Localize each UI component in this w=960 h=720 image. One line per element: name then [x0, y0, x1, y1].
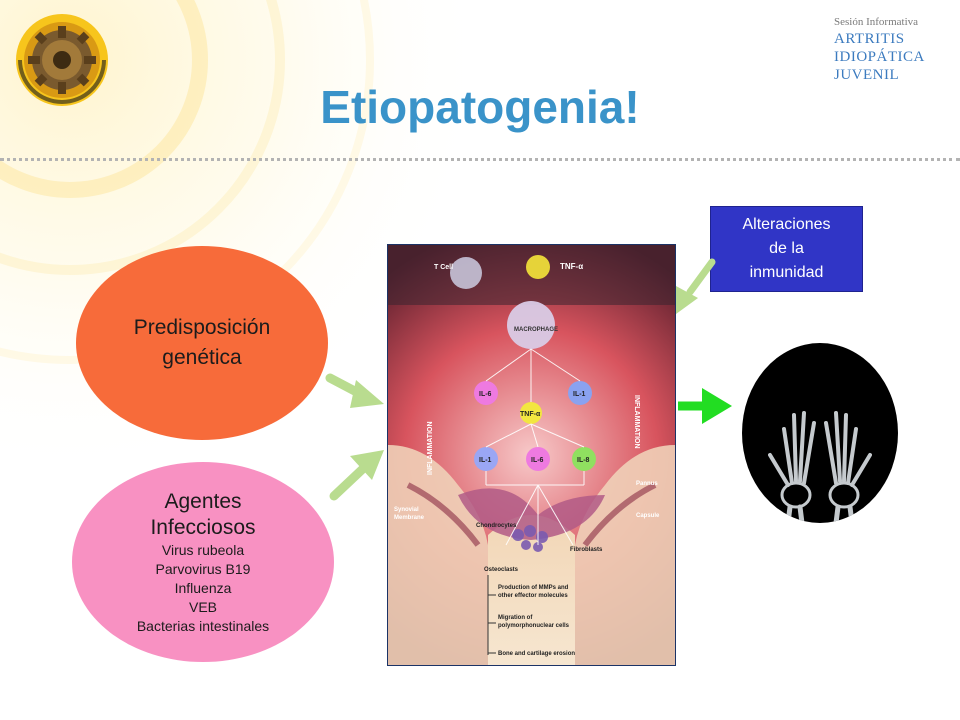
genetic-predisposition-oval: Predisposición genética	[76, 246, 328, 440]
genetic-line-1: Predisposición	[133, 316, 271, 339]
infectious-item: Influenza	[174, 579, 232, 596]
immunity-line-3: inmunidad	[749, 264, 824, 281]
capsule-label: Capsule	[636, 513, 660, 519]
arrow-diagram-to-xray	[678, 388, 732, 424]
production-label-1: Production of MMPs and	[498, 585, 569, 591]
il1-right-label: IL-1	[573, 391, 586, 398]
inflammation-left-label: INFLAMMATION	[427, 421, 434, 475]
tnf-mid-cell-icon	[520, 402, 542, 424]
synovial-label-2: Membrane	[394, 515, 425, 521]
tnf-top-label: TNF-α	[560, 262, 583, 271]
il1-low-cell-icon	[474, 447, 498, 471]
chondrocytes-label: Chondrocytes	[476, 523, 517, 529]
infectious-agents-oval: Agentes Infecciosos Virus rubeola Parvov…	[72, 462, 334, 662]
osteoclasts-label: Osteoclasts	[484, 567, 519, 573]
tnf-mid-label: TNF-α	[520, 411, 541, 418]
il1-low-label: IL-1	[479, 457, 492, 464]
t-cell-label: T Cell	[434, 264, 453, 271]
hand-xray-image	[742, 343, 898, 523]
erosion-label: Bone and cartilage erosion	[498, 651, 575, 657]
inflammation-right-label: INFLAMMATION	[633, 395, 640, 449]
migration-label-2: polymorphonuclear cells	[498, 623, 570, 629]
topic-line-2: IDIOPÁTICA	[834, 49, 925, 65]
arrow-infectious-to-diagram	[329, 450, 384, 501]
pannus-label: Pannus	[636, 481, 658, 487]
t-cell-icon	[450, 257, 482, 289]
topic-line-3: JUVENIL	[834, 67, 900, 83]
arrow-genetic-to-diagram	[325, 373, 384, 408]
infectious-title-1: Agentes	[164, 489, 242, 513]
immunity-alterations-box: Alteraciones de la inmunidad	[710, 206, 863, 292]
fibroblasts-label: Fibroblasts	[570, 547, 603, 553]
tnf-cell-icon	[526, 255, 550, 279]
immunity-line-2: de la	[769, 240, 804, 257]
il6-left-label: IL-6	[479, 391, 492, 398]
slide-title: Etiopatogenia!	[320, 81, 640, 133]
session-info: Sesión Informativa ARTRITIS IDIOPÁTICA J…	[834, 14, 925, 84]
infectious-item: Bacterias intestinales	[136, 617, 270, 634]
arrow-immunity-to-diagram	[676, 258, 716, 314]
il8-low-label: IL-8	[577, 457, 590, 464]
il6-low-cell-icon	[526, 447, 550, 471]
il1-cell-icon	[568, 381, 592, 405]
infectious-item: VEB	[188, 598, 217, 615]
il8-low-cell-icon	[572, 447, 596, 471]
infectious-item: Virus rubeola	[161, 541, 245, 558]
infectious-title-2: Infecciosos	[150, 515, 256, 539]
synovial-label-1: Synovial	[394, 507, 419, 513]
dotted-divider	[0, 158, 960, 161]
immunity-line-1: Alteraciones	[742, 216, 831, 233]
production-label-2: other effector molecules	[498, 593, 568, 599]
inflammation-diagram: T Cell TNF-α MACROPHAGE IL-6 IL-1 TNF-α …	[387, 244, 676, 666]
il6-cell-icon	[474, 381, 498, 405]
gear-logo-icon	[16, 14, 108, 106]
hand-bones-icon	[768, 411, 872, 523]
genetic-line-2: genética	[162, 346, 242, 369]
il6-low-label: IL-6	[531, 457, 544, 464]
migration-label-1: Migration of	[498, 615, 533, 621]
topic-line-1: ARTRITIS	[834, 31, 905, 47]
macrophage-icon	[507, 301, 555, 349]
infectious-item: Parvovirus B19	[155, 560, 251, 577]
macrophage-label: MACROPHAGE	[514, 327, 558, 333]
session-label: Sesión Informativa	[834, 16, 919, 28]
